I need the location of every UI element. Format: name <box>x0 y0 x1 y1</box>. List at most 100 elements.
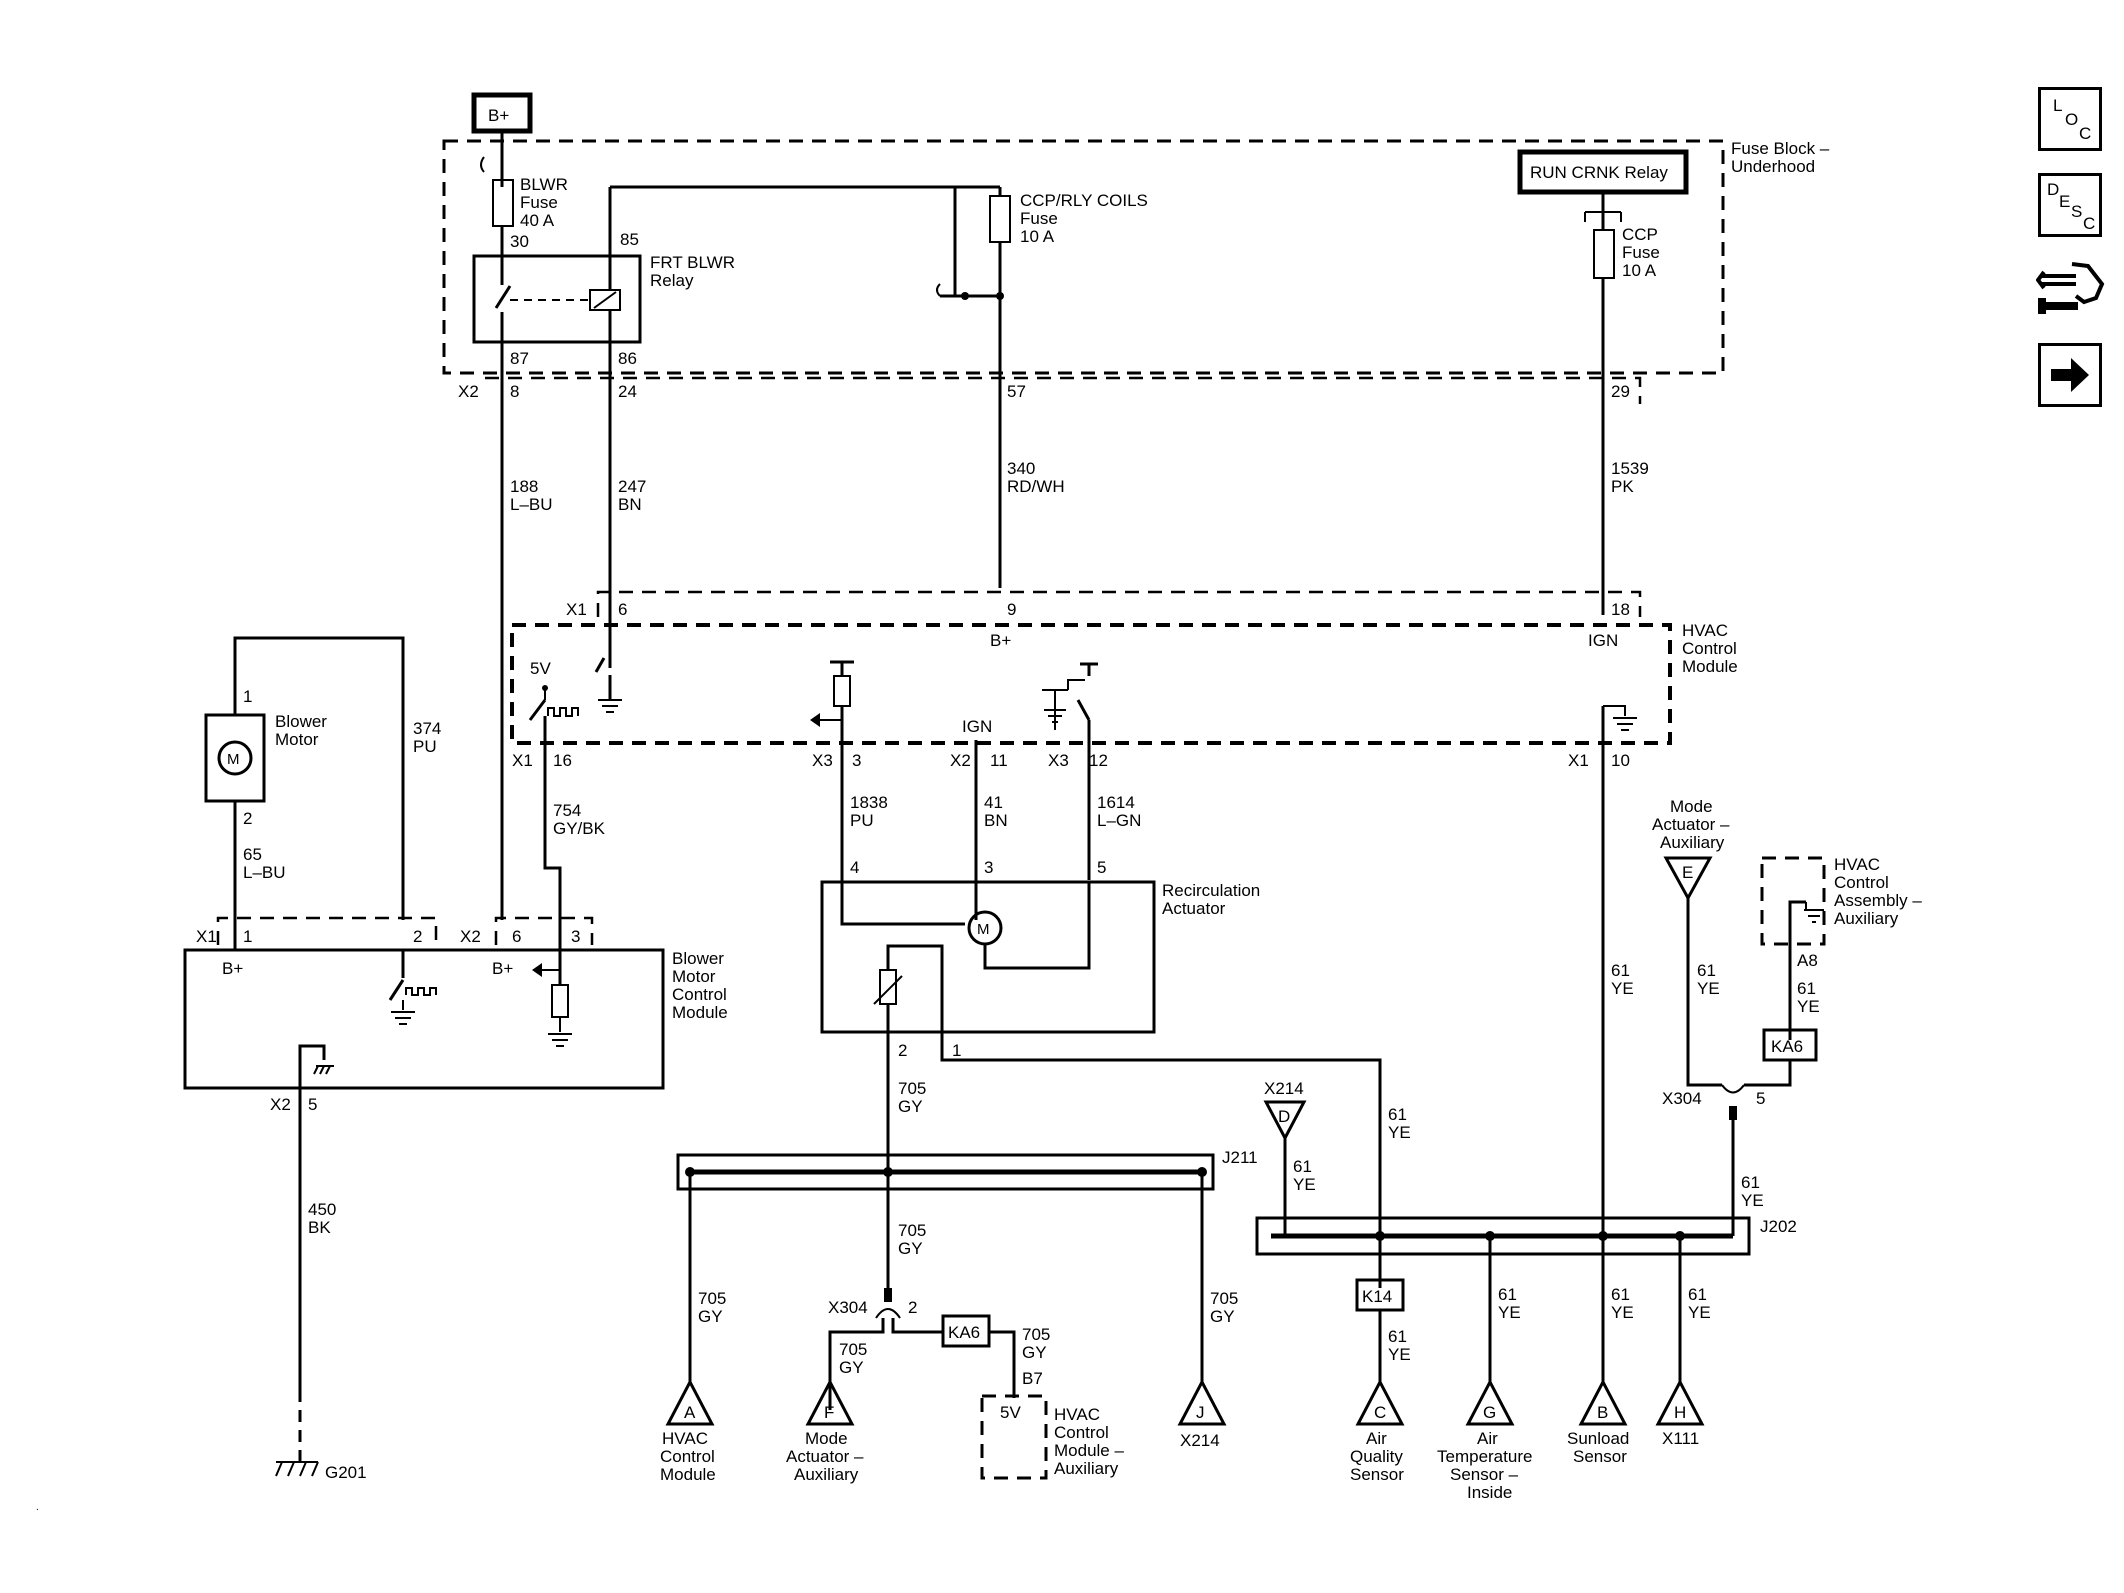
pin-16: 16 <box>553 751 572 770</box>
bplus-top-label: B+ <box>488 106 509 125</box>
pin-x1-6: 6 <box>618 600 627 619</box>
pin-86: 86 <box>618 349 637 368</box>
fuse-block-underhood <box>442 139 1725 375</box>
wire-705-f-color: GY <box>1210 1307 1235 1326</box>
bmcm-x2b: X2 <box>270 1095 291 1114</box>
conn-f-letter: F <box>824 1403 834 1422</box>
wire-705-c-color: GY <box>839 1358 864 1377</box>
loc-letter-c: C <box>2079 124 2092 143</box>
conn-h-letter: H <box>1674 1403 1686 1422</box>
wire-705-d-num: 705 <box>1022 1325 1050 1344</box>
svg-text:.: . <box>36 1502 39 1513</box>
desc-letter-c: C <box>2083 214 2096 233</box>
conn-a-letter: A <box>684 1403 696 1422</box>
description-button[interactable]: D E S C <box>2038 173 2102 237</box>
conn-g-letter: G <box>1483 1403 1496 1422</box>
mode-aux-l1: Mode <box>1670 797 1713 816</box>
connector-wrench-icon[interactable] <box>2035 258 2106 328</box>
loc-letter-l: L <box>2053 96 2063 115</box>
loc-letter-o: O <box>2065 110 2079 129</box>
conn-c-l3: Sensor <box>1350 1465 1404 1484</box>
desc-letter-s: S <box>2071 202 2083 221</box>
wire-450-color: BK <box>308 1218 331 1237</box>
recirc-pin-5: 5 <box>1097 858 1106 877</box>
wire-61-g-num: 61 <box>1388 1327 1407 1346</box>
conn-f-l2: Actuator – <box>786 1447 864 1466</box>
x3-3-conn: X3 <box>812 751 833 770</box>
connector-c: C <box>1355 1378 1405 1426</box>
wire-450-num: 450 <box>308 1200 336 1219</box>
bmcm-x2: X2 <box>460 927 481 946</box>
location-button[interactable]: L O C <box>2038 87 2102 151</box>
hvac-assy-pin-a8: A8 <box>1797 951 1818 970</box>
conn-g-l2: Temperature <box>1437 1447 1532 1466</box>
wire-705-b-num: 705 <box>898 1221 926 1240</box>
hvac-aux-pin-b7: B7 <box>1022 1369 1043 1388</box>
bmcm-l1: Blower <box>672 949 724 968</box>
bplus-source: B+ <box>471 92 533 134</box>
conn-f-l3: Auxiliary <box>794 1465 859 1484</box>
recirc-pin-3: 3 <box>984 858 993 877</box>
pin-x2-29: 29 <box>1611 382 1630 401</box>
wire-61-j-num: 61 <box>1688 1285 1707 1304</box>
ccp-fuse-l1: CCP <box>1622 225 1658 244</box>
wire-188-color: L–BU <box>510 495 553 514</box>
wire-61-d-color: YE <box>1697 979 1720 998</box>
splice-j211 <box>676 1153 1215 1191</box>
bmcm-pin-2: 2 <box>413 927 422 946</box>
ccp-rly-l2: Fuse <box>1020 209 1058 228</box>
pin-30: 30 <box>510 232 529 251</box>
bmcm-l3: Control <box>672 985 727 1004</box>
recirc-pin-1: 1 <box>952 1041 961 1060</box>
x304-a-pin: 2 <box>908 1298 917 1317</box>
hvac-bplus: B+ <box>990 631 1011 650</box>
wire-1838-color: PU <box>850 811 874 830</box>
splice-j202 <box>1255 1216 1751 1256</box>
wire-754-color: GY/BK <box>553 819 606 838</box>
wire-1614-color: L–GN <box>1097 811 1141 830</box>
conn-j-letter: J <box>1196 1403 1205 1422</box>
hvac-control-assembly-auxiliary <box>1760 856 1826 946</box>
next-button[interactable] <box>2038 343 2102 407</box>
conn-a-l1: HVAC <box>662 1429 708 1448</box>
bmcm-x1: X1 <box>196 927 217 946</box>
frt-relay-l2: Relay <box>650 271 694 290</box>
conn-f-l1: Mode <box>805 1429 848 1448</box>
hvac-assy-l4: Auxiliary <box>1834 909 1899 928</box>
pin-12: 12 <box>1089 751 1108 770</box>
blwr-fuse-l2: Fuse <box>520 193 558 212</box>
wire-340-color: RD/WH <box>1007 477 1065 496</box>
pin-87: 87 <box>510 349 529 368</box>
hvac-assy-l3: Assembly – <box>1834 891 1922 910</box>
mode-aux-l3: Auxiliary <box>1660 833 1725 852</box>
wire-705-d-color: GY <box>1022 1343 1047 1362</box>
wire-705-c-num: 705 <box>839 1340 867 1359</box>
blwr-fuse-l1: BLWR <box>520 175 568 194</box>
wire-705-a-color: GY <box>898 1097 923 1116</box>
conn-b-letter: B <box>1597 1403 1608 1422</box>
ccp-fuse-l3: 10 A <box>1622 261 1657 280</box>
fuse-block-label-1: Fuse Block – <box>1731 139 1830 158</box>
wire-705-b-color: GY <box>898 1239 923 1258</box>
wire-247-num: 247 <box>618 477 646 496</box>
conn-g-l4: Inside <box>1467 1483 1512 1502</box>
frt-blwr-relay <box>472 254 642 344</box>
bmcm-l4: Module <box>672 1003 728 1022</box>
pin-10: 10 <box>1611 751 1630 770</box>
x214-label: X214 <box>1264 1079 1304 1098</box>
wire-61-i-num: 61 <box>1611 1285 1630 1304</box>
x2-connector: X2 <box>458 382 479 401</box>
hvac-control-module <box>510 623 1672 745</box>
ground-g201-icon <box>275 1461 319 1477</box>
desc-letter-e: E <box>2059 192 2071 211</box>
wire-1539-num: 1539 <box>1611 459 1649 478</box>
ka6-a-label: KA6 <box>948 1323 980 1342</box>
wire-61-h-color: YE <box>1498 1303 1521 1322</box>
x2-11-conn: X2 <box>950 751 971 770</box>
blower-motor-l2: Motor <box>275 730 319 749</box>
wire-188-num: 188 <box>510 477 538 496</box>
conn-h-label: X111 <box>1662 1429 1699 1448</box>
ccp-fuse <box>1593 229 1615 279</box>
wire-61-c-color: YE <box>1797 997 1820 1016</box>
